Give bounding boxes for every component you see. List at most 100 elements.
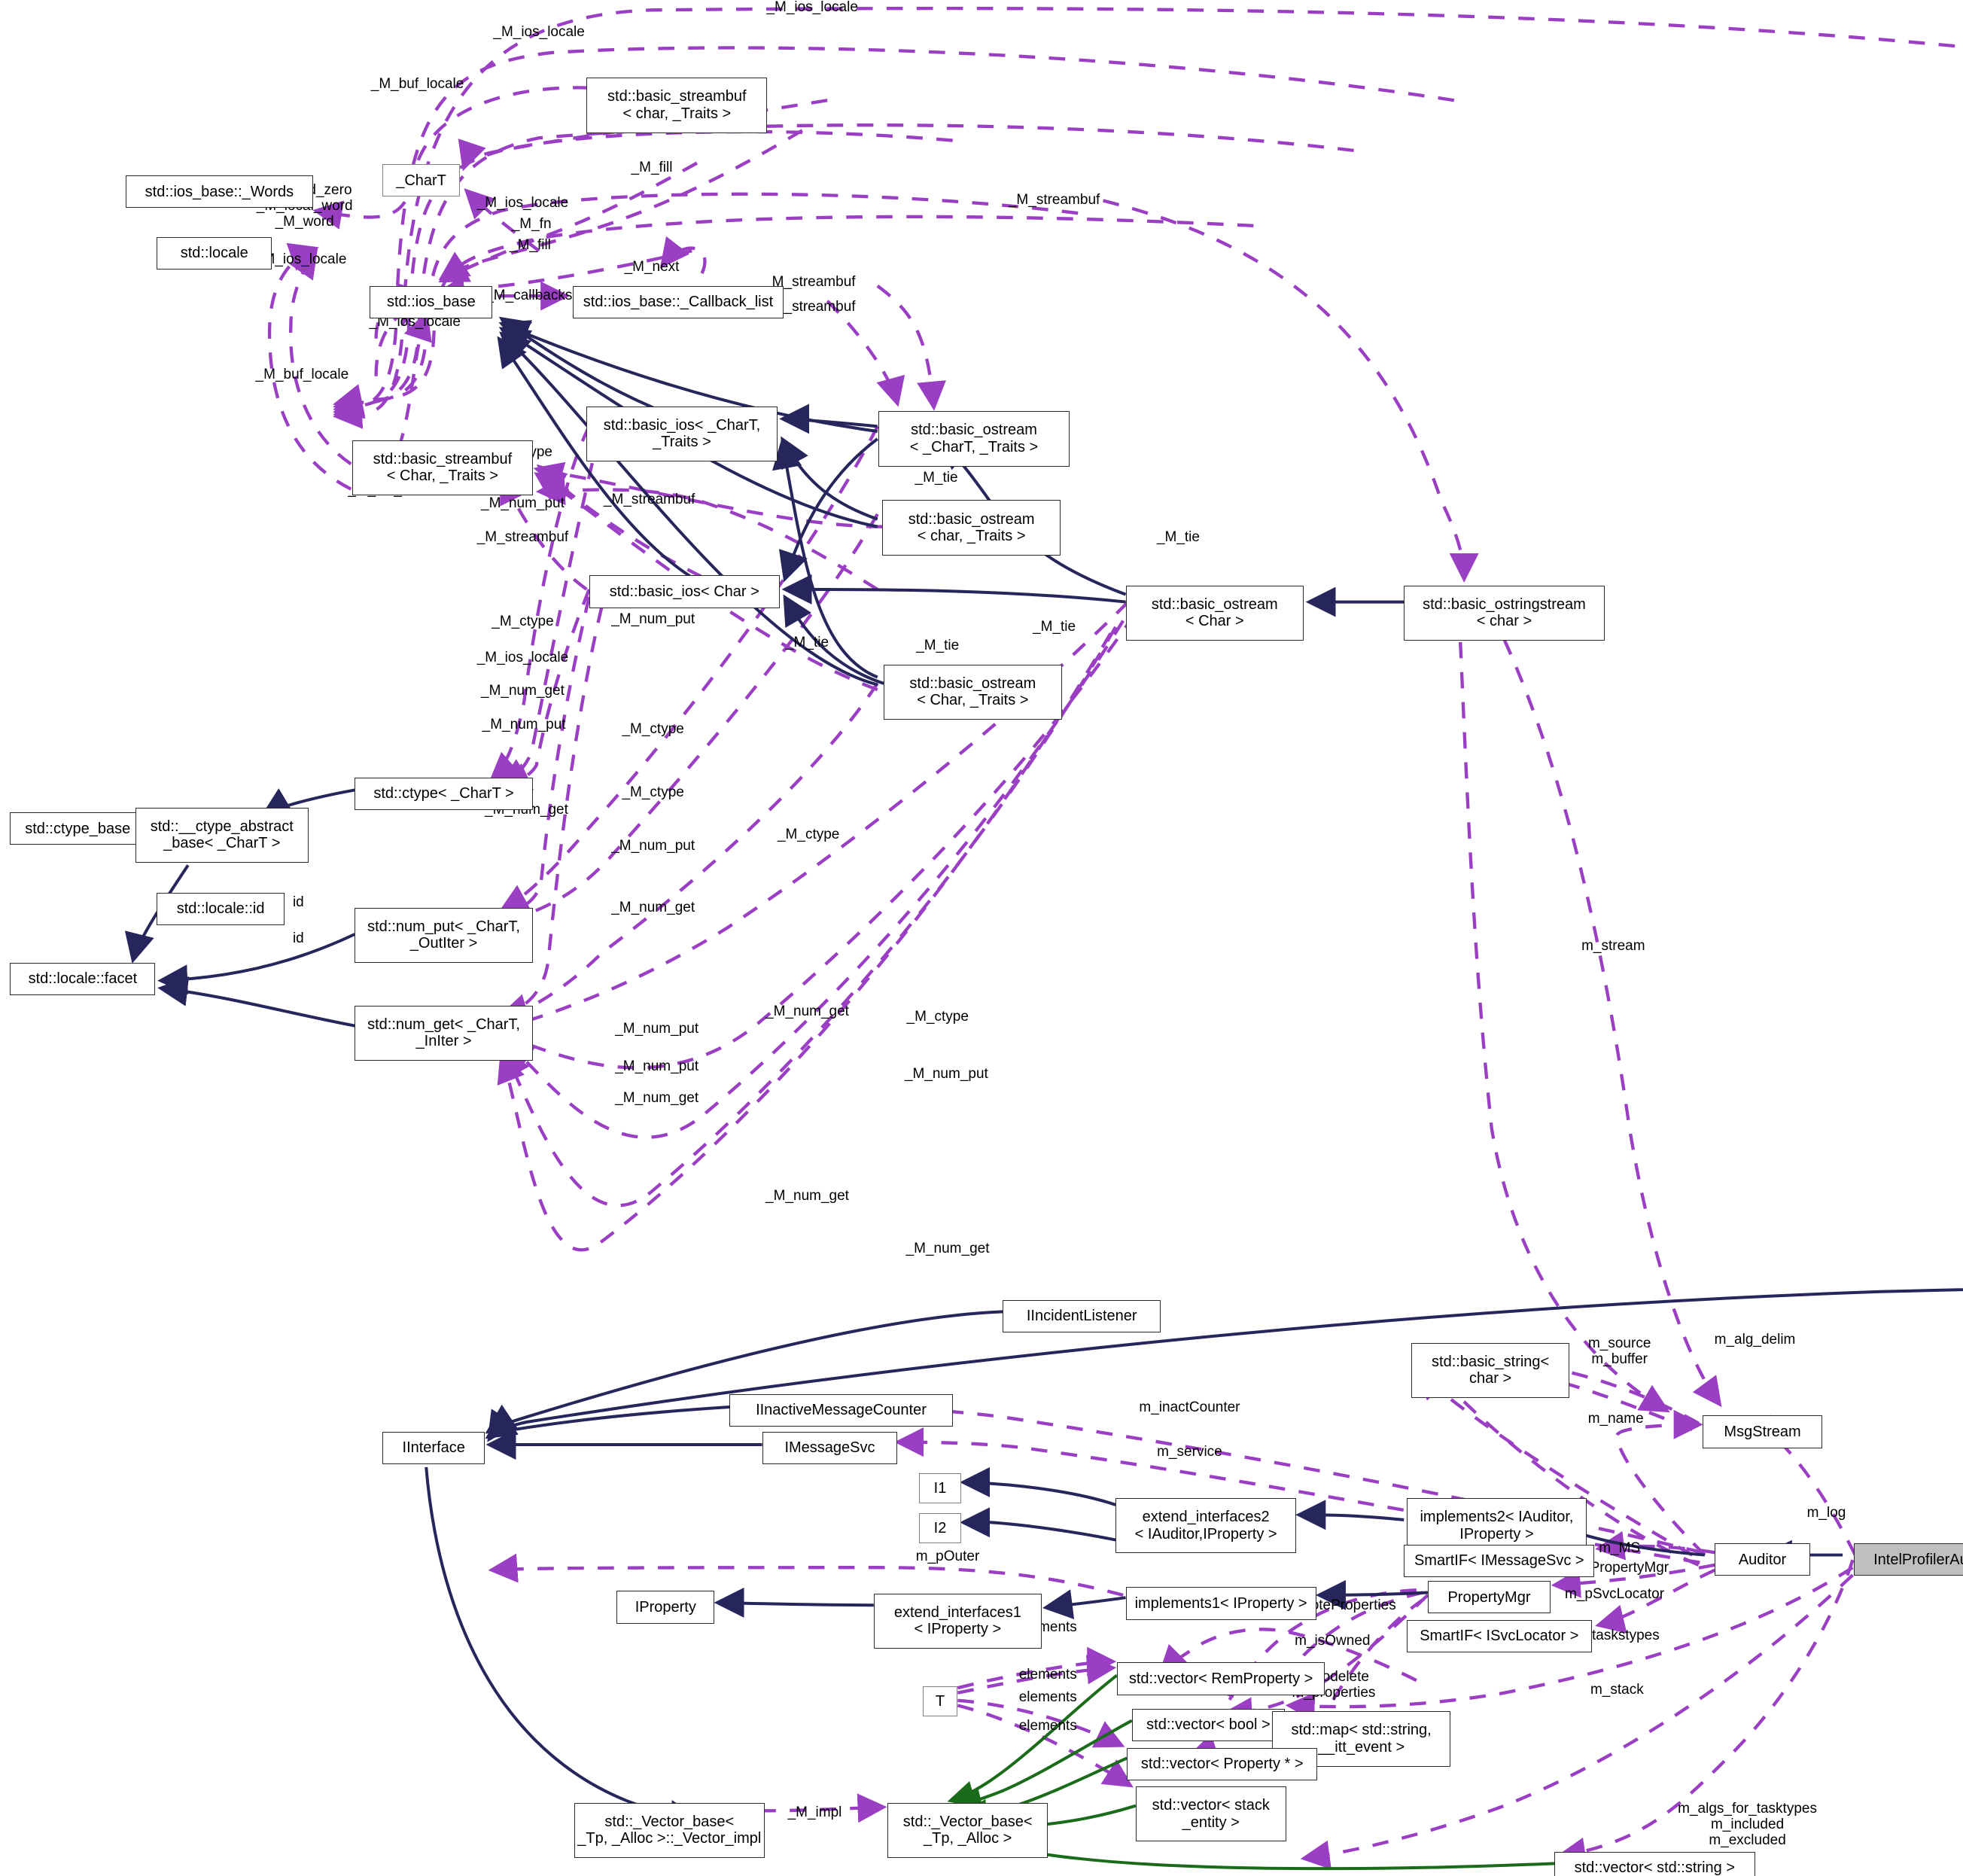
class-node-IProperty[interactable]: IProperty: [616, 1591, 715, 1624]
edge-label: m_isOwned: [1295, 1633, 1371, 1649]
class-node-IIncidentListener[interactable]: IIncidentListener: [1003, 1300, 1161, 1333]
class-node-Vector_base[interactable]: std::_Vector_base< _Tp, _Alloc >: [887, 1802, 1048, 1859]
class-node-MsgStream[interactable]: MsgStream: [1702, 1415, 1823, 1448]
edge-label: m_stack: [1590, 1681, 1644, 1698]
edge-label: _M_num_put: [615, 1058, 699, 1075]
edge-label: m_stream: [1581, 938, 1645, 955]
class-node-ctype_base[interactable]: std::ctype_base: [10, 812, 146, 845]
edge-label: m_source m_buffer: [1587, 1335, 1651, 1368]
edge-label: _M_num_get: [611, 899, 695, 915]
edge-label: _M_num_put: [611, 838, 695, 854]
class-node-basic_ostringstream[interactable]: std::basic_ostringstream < char >: [1404, 585, 1605, 641]
class-node-IMessageSvc[interactable]: IMessageSvc: [762, 1431, 898, 1465]
edge-label: _M_buf_locale: [370, 75, 464, 92]
class-node-ios_base[interactable]: std::ios_base: [370, 285, 493, 318]
edge-label: _M_buf_locale: [255, 366, 349, 382]
class-node-num_get[interactable]: std::num_get< _CharT, _InIter >: [355, 1005, 533, 1061]
class-node-basic_ostream_Char[interactable]: std::basic_ostream < Char >: [1125, 585, 1304, 641]
edge-label: _M_tie: [1156, 529, 1200, 546]
edge-label: _M_tie: [785, 635, 829, 651]
edge-label: _M_fill: [631, 160, 673, 176]
edge-label: _M_ctype: [622, 784, 684, 800]
edge-label: _M_callbacks: [485, 288, 573, 304]
edge-label: _M_ios_locale: [493, 24, 585, 41]
edge-label: _M_streambuf: [476, 529, 569, 546]
class-node-Auditor[interactable]: Auditor: [1715, 1543, 1810, 1576]
class-node-basic_ostream_CharT[interactable]: std::basic_ostream < _CharT, _Traits >: [878, 411, 1070, 467]
edge-label: _M_ctype: [777, 827, 840, 843]
edge-label: _M_num_get: [765, 1187, 849, 1204]
edge-label: _M_num_get: [765, 1003, 849, 1019]
class-node-basic_streambuf_char[interactable]: std::basic_streambuf < char, _Traits >: [586, 78, 768, 133]
edge-label: m_MS: [1599, 1539, 1641, 1556]
edge-label: _M_ctype: [492, 614, 554, 630]
edge-label: _M_num_put: [615, 1021, 699, 1037]
class-node-locale_id[interactable]: std::locale::id: [157, 892, 285, 926]
edge-label: _M_tie: [915, 469, 958, 486]
edge-label: _M_num_put: [904, 1066, 988, 1083]
class-node-vector_string[interactable]: std::vector< std::string >: [1554, 1851, 1755, 1876]
class-node-vector_Property[interactable]: std::vector< Property * >: [1127, 1747, 1318, 1780]
edge-label: _M_num_get: [615, 1089, 699, 1106]
edge-label: _M_num_put: [611, 611, 695, 627]
edge-label: _M_num_put: [481, 495, 565, 512]
edge-label: m_algs_for_tasktypes m_included m_exclud…: [1678, 1801, 1817, 1848]
class-node-PropertyMgr[interactable]: PropertyMgr: [1427, 1581, 1551, 1614]
class-node-num_put[interactable]: std::num_put< _CharT, _OutIter >: [355, 907, 533, 963]
class-node-SmartIF_IMessageSvc[interactable]: SmartIF< IMessageSvc >: [1404, 1544, 1595, 1578]
edge-label: m_pSvcLocator: [1565, 1586, 1665, 1603]
edge-label: _M_num_get: [905, 1240, 990, 1256]
edge-label: m_alg_delim: [1714, 1332, 1796, 1348]
edge-label: _M_num_put: [482, 716, 566, 732]
class-node-callback_list[interactable]: std::ios_base::_Callback_list: [573, 285, 784, 318]
class-node-T[interactable]: T: [922, 1686, 958, 1716]
edge-label: id: [292, 894, 304, 911]
edge-label: _M_next: [624, 258, 680, 275]
edge-label: _M_impl: [787, 1804, 842, 1821]
edge-label: _M_ios_locale: [766, 0, 858, 15]
class-node-vector_RemProperty[interactable]: std::vector< RemProperty >: [1116, 1662, 1325, 1695]
edge-label: elements: [1018, 1689, 1077, 1705]
class-node-implements1[interactable]: implements1< IProperty >: [1125, 1587, 1316, 1620]
edge-label: _M_fn: [511, 216, 552, 233]
edge-label: _M_ctype: [906, 1008, 969, 1025]
edge-label: m_name: [1587, 1411, 1644, 1427]
class-node-basic_ostream_CharTr[interactable]: std::basic_ostream < Char, _Traits >: [884, 664, 1062, 720]
class-node-basic_ios_CharT[interactable]: std::basic_ios< _CharT, _Traits >: [586, 406, 778, 461]
class-node-basic_streambuf_Char[interactable]: std::basic_streambuf < Char, _Traits >: [352, 440, 533, 495]
class-node-ios_base_Words[interactable]: std::ios_base::_Words: [125, 175, 314, 209]
edge-label: m_inactCounter: [1139, 1399, 1240, 1416]
class-node-locale[interactable]: std::locale: [157, 236, 272, 270]
edge-label: m_service: [1157, 1443, 1222, 1460]
class-node-basic_ios_Char[interactable]: std::basic_ios< Char >: [589, 575, 780, 608]
edge-label: _M_tie: [1033, 618, 1076, 635]
edge-label: _M_num_get: [481, 682, 565, 699]
edge-label: elements: [1018, 1666, 1077, 1683]
class-node-extend_interfaces2[interactable]: extend_interfaces2 < IAuditor,IProperty …: [1115, 1498, 1296, 1554]
edge-label: m_pOuter: [915, 1549, 980, 1565]
class-node-CharT[interactable]: _CharT: [382, 164, 461, 197]
class-node-vector_stack_entity[interactable]: std::vector< stack _entity >: [1135, 1786, 1286, 1842]
edge-label: id: [292, 930, 304, 947]
class-node-IInterface[interactable]: IInterface: [382, 1431, 485, 1465]
class-node-basic_string_char[interactable]: std::basic_string< char >: [1411, 1342, 1570, 1398]
class-node-ctype_CharT[interactable]: std::ctype< _CharT >: [355, 777, 533, 810]
class-node-locale_facet[interactable]: std::locale::facet: [10, 963, 156, 996]
class-node-IInactiveMessageCounter[interactable]: IInactiveMessageCounter: [729, 1393, 953, 1427]
class-node-I2[interactable]: I2: [918, 1513, 962, 1544]
edge-label: _M_streambuf: [1008, 192, 1100, 209]
edge-label: _M_fill: [510, 237, 551, 254]
class-node-SmartIF_ISvcLocator[interactable]: SmartIF< ISvcLocator >: [1406, 1619, 1593, 1652]
class-node-Vector_base_impl[interactable]: std::_Vector_base< _Tp, _Alloc >::_Vecto…: [574, 1802, 765, 1859]
edge-label: elements: [1018, 1718, 1077, 1734]
class-node-I1[interactable]: I1: [918, 1472, 962, 1503]
class-node-basic_ostream_char[interactable]: std::basic_ostream < char, _Traits >: [882, 500, 1061, 556]
class-node-ctype_abstract_base[interactable]: std::__ctype_abstract _base< _CharT >: [135, 807, 309, 863]
edge-label: m_log: [1806, 1505, 1846, 1521]
class-node-extend_interfaces1[interactable]: extend_interfaces1 < IProperty >: [873, 1593, 1042, 1649]
edge-label: _M_tie: [916, 637, 960, 653]
class-node-IntelProfilerAuditor[interactable]: IntelProfilerAuditor: [1854, 1543, 1963, 1576]
edge-label: _M_ios_locale: [476, 194, 569, 211]
class-node-vector_bool[interactable]: std::vector< bool >: [1131, 1708, 1286, 1742]
